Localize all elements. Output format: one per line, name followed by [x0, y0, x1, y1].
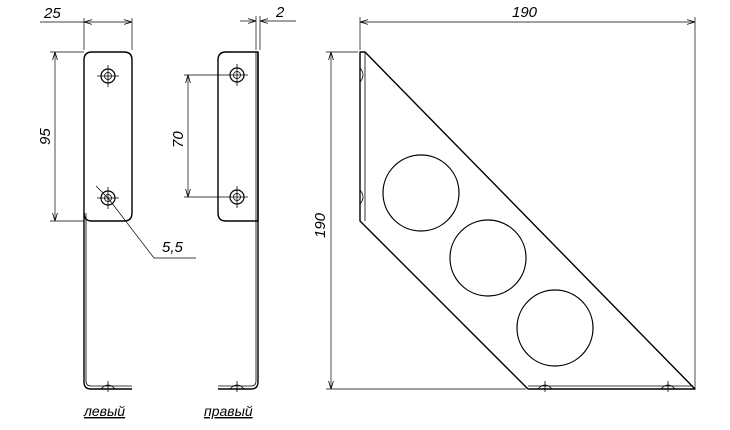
left-sheet-inner-edge: [85, 213, 132, 387]
side-bracket-view: 190 190: [312, 4, 696, 392]
dim-hole-diameter: 5,5: [162, 239, 184, 256]
right-plate-outline: [217, 51, 259, 222]
right-sheet-inner-edge: [218, 52, 257, 387]
right-hole-top: [226, 64, 248, 86]
dim-right-hole-spacing: 70: [170, 131, 187, 148]
left-bracket-view: 25 95 5,5 левый: [37, 5, 196, 419]
dim-bracket-width: 190: [512, 4, 538, 21]
side-large-hole-1: [382, 154, 460, 232]
right-sheet-edge: [218, 52, 259, 390]
right-hole-bottom: [226, 186, 248, 208]
left-plate-outline: [83, 51, 133, 222]
dim-left-width: 25: [43, 5, 61, 22]
dim-thickness: 2: [275, 4, 285, 21]
left-sheet-edge: [83, 213, 132, 390]
right-bracket-view: 70 2 правый: [170, 4, 296, 419]
caption-right: правый: [204, 403, 253, 419]
left-hole-top: [97, 65, 119, 87]
dim-bracket-height: 190: [312, 212, 329, 238]
dim-left-hole-spacing: 95: [37, 128, 54, 145]
side-flange-mark-bottom: [359, 189, 364, 205]
side-large-hole-3: [516, 289, 594, 367]
caption-left: левый: [83, 403, 125, 419]
side-flange-mark-top: [359, 67, 364, 83]
side-foot-mark-1: [537, 381, 553, 392]
side-foot-mark-2: [660, 381, 676, 392]
right-foot-hole-mark: [229, 381, 245, 392]
left-foot-hole-mark: [100, 381, 116, 392]
side-large-hole-2: [449, 219, 527, 297]
